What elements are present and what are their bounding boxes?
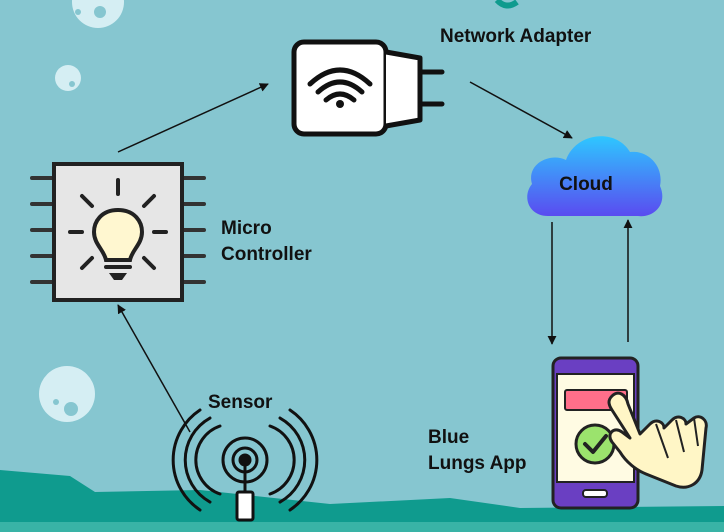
bubble bbox=[39, 366, 95, 422]
chip-bulb-icon bbox=[30, 162, 206, 302]
cloud-icon bbox=[527, 136, 663, 217]
app-label-line1: Blue bbox=[428, 427, 470, 448]
micro-controller-label-line1: Micro bbox=[221, 218, 272, 239]
app-label-line2: Lungs App bbox=[428, 453, 527, 474]
arrow-network-adapter-to-cloud bbox=[469, 81, 573, 139]
sensor-label: Sensor bbox=[208, 392, 273, 413]
arrow-micro-controller-to-network-adapter bbox=[117, 83, 269, 153]
smartphone-tap-icon bbox=[551, 356, 708, 510]
network-adapter-label: Network Adapter bbox=[440, 26, 592, 47]
arrow-sensor-to-micro-controller bbox=[117, 304, 191, 433]
micro-controller-label-line2: Controller bbox=[221, 244, 312, 265]
decorative-bubbles bbox=[39, 0, 519, 422]
app-label: Blue Lungs App bbox=[428, 425, 527, 477]
micro-controller-label: Micro Controller bbox=[221, 216, 312, 268]
antenna-signal-icon bbox=[171, 408, 319, 522]
wifi-plug-icon bbox=[291, 39, 445, 137]
bubble bbox=[55, 65, 81, 91]
cloud-label: Cloud bbox=[559, 174, 613, 195]
ground bbox=[0, 470, 724, 532]
edge-arrows bbox=[117, 81, 633, 433]
